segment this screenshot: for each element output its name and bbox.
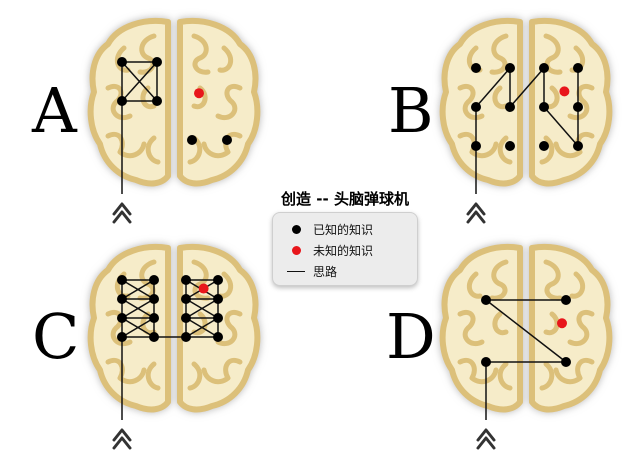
known-node [222, 135, 232, 145]
panel-a [91, 21, 258, 224]
known-node [539, 63, 549, 73]
legend-box: 已知的知识 未知的知识 思路 [272, 212, 418, 286]
known-node [181, 294, 191, 304]
known-node [539, 141, 549, 151]
entry-arrow-d [476, 428, 496, 450]
known-node [149, 294, 159, 304]
path-edge [475, 67, 511, 108]
known-node [539, 102, 549, 112]
known-node [187, 135, 197, 145]
legend-label-path: 思路 [313, 265, 338, 279]
known-node [149, 313, 159, 323]
known-node [117, 96, 127, 106]
path-edge [121, 298, 155, 319]
known-node [471, 141, 481, 151]
known-node [149, 332, 159, 342]
path-edge [485, 299, 567, 363]
legend-unknown-dot [291, 246, 301, 255]
unknown-node [194, 88, 204, 99]
legend-known-dot [291, 225, 301, 234]
known-node [181, 275, 191, 285]
path-edge [121, 61, 158, 102]
entry-arrow-c [112, 428, 132, 450]
path-edge [509, 67, 545, 108]
known-node [471, 63, 481, 73]
entry-arrow-a [112, 202, 132, 224]
brain-b [443, 21, 610, 183]
known-node [573, 141, 583, 151]
known-node [573, 102, 583, 112]
path-edge [121, 279, 155, 300]
known-node [505, 141, 515, 151]
known-node [213, 275, 223, 285]
known-node [152, 96, 162, 106]
legend-label-unknown: 未知的知识 [313, 244, 374, 258]
known-node [505, 63, 515, 73]
known-node [117, 57, 127, 67]
known-node [481, 357, 491, 367]
legend-item-path: 思路 [283, 261, 407, 282]
known-node [573, 63, 583, 73]
unknown-node [557, 318, 567, 329]
known-node [181, 313, 191, 323]
known-node [213, 332, 223, 342]
panel-label-c: C [32, 300, 80, 373]
panel-label-a: A [32, 74, 77, 147]
known-node [117, 275, 127, 285]
panel-label-b: B [388, 74, 434, 147]
known-node [117, 294, 127, 304]
known-node [561, 295, 571, 305]
known-node [181, 332, 191, 342]
brain-c [91, 247, 258, 409]
known-node [481, 295, 491, 305]
brain-d [443, 247, 610, 409]
legend-item-known: 已知的知识 [283, 219, 407, 240]
known-node [117, 332, 127, 342]
known-node [561, 357, 571, 367]
path-edge [543, 106, 579, 147]
brain-a [91, 21, 258, 183]
unknown-node [198, 283, 209, 294]
legend-label-known: 已知的知识 [313, 223, 374, 237]
legend-path-line [287, 271, 305, 272]
known-node [149, 275, 159, 285]
known-node [505, 102, 515, 112]
unknown-node [559, 86, 570, 97]
panel-c [91, 247, 258, 450]
known-node [117, 313, 127, 323]
panel-d [443, 247, 610, 450]
known-node [213, 294, 223, 304]
known-node [471, 102, 481, 112]
entry-arrow-b [466, 202, 486, 224]
known-node [152, 57, 162, 67]
path-edge [121, 317, 155, 338]
diagram-title: 创造 -- 头脑弹球机 [281, 190, 409, 208]
legend-item-unknown: 未知的知识 [283, 240, 407, 261]
panel-label-d: D [386, 300, 436, 373]
path-edge [185, 298, 219, 319]
known-node [213, 313, 223, 323]
path-edge [185, 317, 219, 338]
panel-b [443, 21, 610, 224]
